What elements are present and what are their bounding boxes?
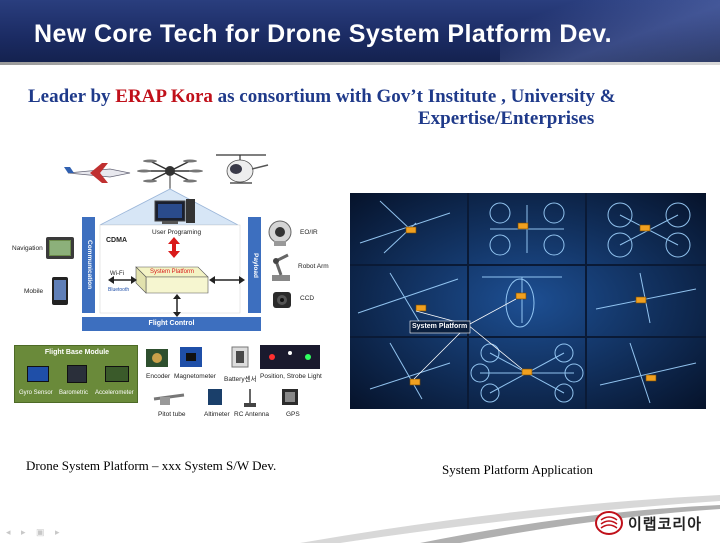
payload-bar: Payload xyxy=(248,217,261,313)
gyro-sensor-icon xyxy=(27,366,49,382)
gps-icon xyxy=(282,389,298,405)
slide-title: New Core Tech for Drone System Platform … xyxy=(34,20,612,48)
system-platform-label: System Platform xyxy=(150,269,195,275)
navigation-label: Navigation xyxy=(12,245,43,252)
application-graphics xyxy=(350,193,706,409)
subtitle-part2: as consortium with Gov’t Institute , Uni… xyxy=(212,86,616,107)
logo-text: 이랩코리아 xyxy=(628,515,703,533)
magnetometer-icon xyxy=(180,347,202,367)
right-caption: System Platform Application xyxy=(442,462,593,477)
slide-nav-controls[interactable]: ◂ ▸ ▣ ▸ xyxy=(6,527,64,537)
altimeter-icon xyxy=(208,389,222,405)
user-programing-label: User Programing xyxy=(152,229,202,236)
bluetooth-label: Bluetooth xyxy=(108,287,130,293)
ccd-label: CCD xyxy=(300,295,315,302)
magnetometer-label: Magnetometer xyxy=(174,373,216,380)
robot-arm-label: Robot Arm xyxy=(298,263,329,270)
mobile-label: Mobile xyxy=(24,288,44,295)
title-bar xyxy=(0,0,720,62)
slide-subtitle: Leader by ERAP Kora as consortium with G… xyxy=(28,86,708,130)
position-light-label: Position, Strobe Light xyxy=(260,373,322,380)
communication-bar: Communication xyxy=(82,217,95,313)
battery-label: Battery센서 xyxy=(224,376,257,383)
gps-label: GPS xyxy=(286,411,300,418)
accelerometer-icon xyxy=(105,366,129,382)
pitot-tube-icon xyxy=(153,393,185,405)
rc-antenna-icon xyxy=(244,389,256,407)
encoder-icon xyxy=(146,349,168,367)
flight-base-module: Flight Base Module Gyro Sensor Barometri… xyxy=(14,345,138,403)
diagram-graphics xyxy=(46,154,320,407)
application-image: System Platform xyxy=(350,193,706,409)
mobile-phone-icon xyxy=(52,277,68,305)
ccd-camera-icon xyxy=(273,292,291,308)
left-caption: Drone System Platform – xxx System S/W D… xyxy=(26,458,277,473)
computer-icon xyxy=(154,199,195,224)
flight-control-bar: Flight Control xyxy=(82,317,261,331)
logo-emblem-icon xyxy=(595,511,623,535)
company-logo: 이랩코리아 xyxy=(594,510,714,536)
wifi-label: Wi-Fi xyxy=(110,271,124,277)
title-swoosh xyxy=(500,0,720,62)
accelerometer-label: Accelerometer xyxy=(95,390,134,396)
title-divider xyxy=(0,62,720,65)
pitot-tube-label: Pitot tube xyxy=(158,411,186,418)
red-arrow-icon xyxy=(168,237,180,258)
eo-ir-camera-icon xyxy=(268,220,292,246)
system-platform-box xyxy=(135,266,209,294)
barometric-sensor-icon xyxy=(67,365,87,383)
robot-arm-icon xyxy=(272,253,290,281)
position-light-icon xyxy=(260,345,320,369)
barometric-label: Barometric xyxy=(59,390,89,396)
platform-diagram: User Programing CDMA Wi-Fi Bluetooth Sys… xyxy=(10,145,330,435)
left-right-arrow-icon xyxy=(108,276,245,284)
battery-sensor-icon xyxy=(231,346,249,368)
encoder-label: Encoder xyxy=(146,373,171,380)
bottom-swoosh xyxy=(300,495,720,543)
cdma-label: CDMA xyxy=(106,237,127,244)
gyro-sensor-label: Gyro Sensor xyxy=(19,390,53,396)
multirotor-drone-icon xyxy=(137,159,203,189)
subtitle-line2: Expertise/Enterprises xyxy=(418,108,595,129)
eo-ir-label: EO/IR xyxy=(300,229,318,236)
altimeter-label: Altimeter xyxy=(204,411,230,418)
subtitle-accent: ERAP Kora xyxy=(115,86,213,107)
rc-antenna-label: RC Antenna xyxy=(234,411,270,418)
helicopter-drone-icon xyxy=(216,154,269,184)
flight-base-module-title: Flight Base Module xyxy=(44,349,110,356)
fixed-wing-drone-icon xyxy=(64,163,131,183)
up-down-arrow-icon xyxy=(173,294,181,317)
navigation-device-icon xyxy=(46,237,74,259)
application-system-platform-label: System Platform xyxy=(412,323,468,330)
subtitle-part1: Leader by xyxy=(28,86,116,107)
